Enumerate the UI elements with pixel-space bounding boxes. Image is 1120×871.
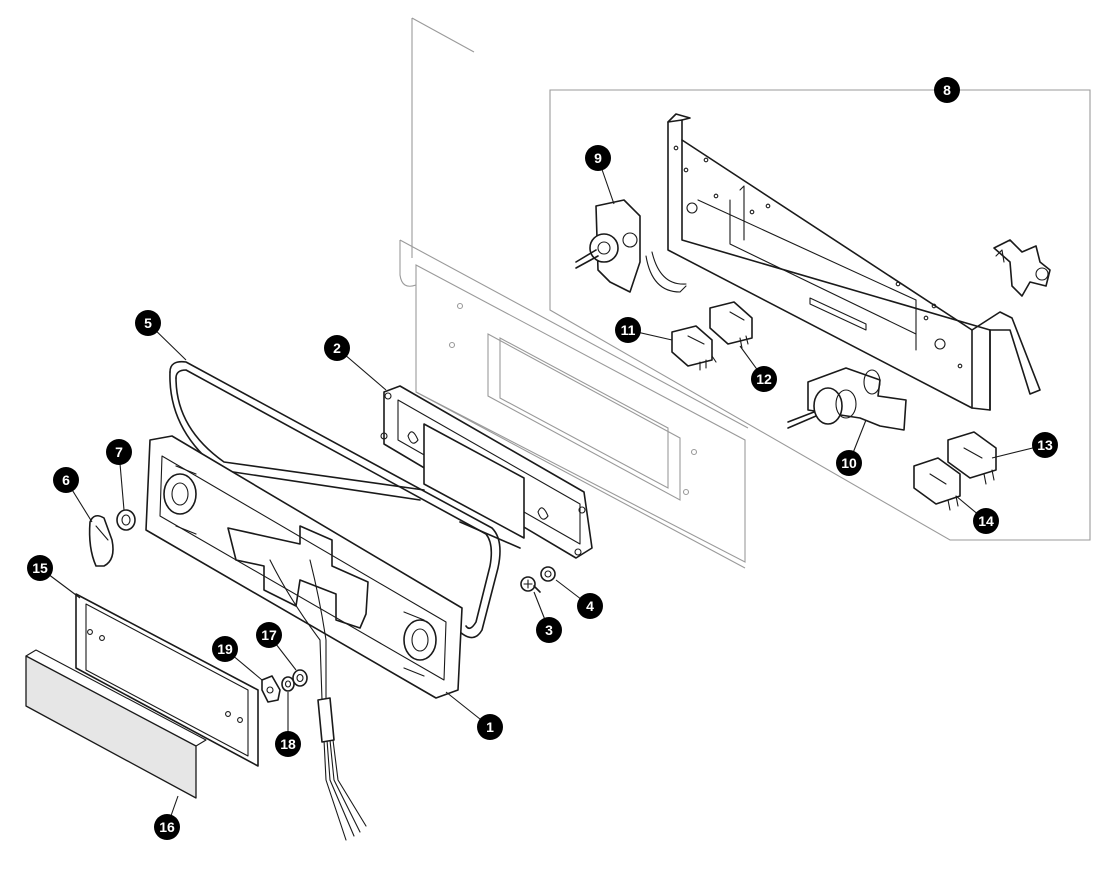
- part-17-nut: [292, 669, 308, 687]
- callout-label: 13: [1037, 437, 1053, 453]
- callout-label: 7: [115, 444, 123, 460]
- callout-6: 6: [53, 467, 79, 493]
- callout-label: 15: [32, 560, 48, 576]
- part-8-chassis-bracket: [667, 113, 1041, 411]
- part-14-microswitch: [913, 457, 961, 511]
- part-10-rotary-switch: [787, 367, 907, 431]
- callout-8: 8: [934, 77, 960, 103]
- callout-label: 8: [943, 82, 951, 98]
- callout-label: 17: [261, 627, 277, 643]
- part-13-microswitch: [947, 431, 997, 485]
- part-7-washer: [116, 509, 136, 531]
- callout-5: 5: [135, 310, 161, 336]
- part-12-microswitch: [709, 301, 753, 349]
- callout-label: 3: [545, 622, 553, 638]
- callout-18: 18: [275, 731, 301, 757]
- callout-label: 14: [978, 513, 994, 529]
- callout-17: 17: [256, 622, 282, 648]
- part-18-washer: [281, 676, 295, 692]
- callout-3: 3: [536, 617, 562, 643]
- callout-7: 7: [106, 439, 132, 465]
- terminal-clip: [993, 239, 1051, 297]
- callout-19: 19: [212, 636, 238, 662]
- callout-14: 14: [973, 508, 999, 534]
- callout-label: 5: [144, 315, 152, 331]
- part-6-knob: [88, 514, 114, 567]
- callout-label: 12: [756, 371, 772, 387]
- callout-2: 2: [324, 335, 350, 361]
- cabinet-outline: [399, 17, 1091, 569]
- part-16-trim-strip: [25, 649, 207, 799]
- callout-label: 19: [217, 641, 233, 657]
- callout-label: 4: [586, 598, 594, 614]
- callout-label: 16: [159, 819, 175, 835]
- callout-15: 15: [27, 555, 53, 581]
- callout-label: 2: [333, 340, 341, 356]
- part-1-control-panel: [145, 435, 463, 699]
- callout-label: 10: [841, 455, 857, 471]
- part-15-plate: [75, 593, 259, 767]
- callout-label: 9: [594, 150, 602, 166]
- wiring-harness: [269, 559, 367, 841]
- callout-11: 11: [615, 317, 641, 343]
- part-11-microswitch: [671, 325, 717, 371]
- callout-1: 1: [477, 714, 503, 740]
- part-3-screw: [520, 576, 541, 593]
- callout-label: 6: [62, 472, 70, 488]
- callout-13: 13: [1032, 432, 1058, 458]
- callout-label: 11: [621, 322, 636, 338]
- callout-label: 18: [280, 736, 296, 752]
- part-9-thermostat: [575, 199, 687, 293]
- part-2-mounting-plate: [380, 385, 593, 559]
- part-19-clip: [261, 675, 281, 703]
- callout-16: 16: [154, 814, 180, 840]
- part-4-washer: [540, 566, 556, 582]
- callout-4: 4: [577, 593, 603, 619]
- callout-9: 9: [585, 145, 611, 171]
- callout-12: 12: [751, 366, 777, 392]
- callout-label: 1: [486, 719, 494, 735]
- callout-10: 10: [836, 450, 862, 476]
